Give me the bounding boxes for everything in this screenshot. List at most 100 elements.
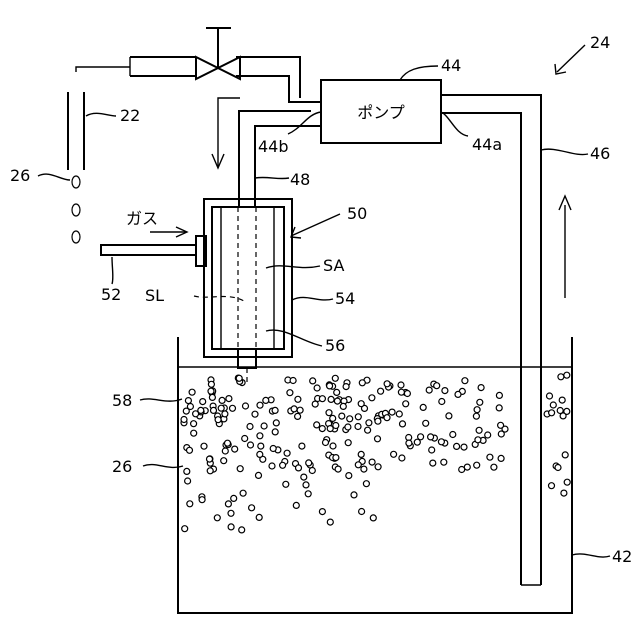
bubble: [439, 399, 445, 405]
bubble: [287, 390, 293, 396]
bubble: [428, 434, 434, 440]
bubble: [550, 402, 556, 408]
bubble: [406, 440, 412, 446]
bubble: [363, 481, 369, 487]
bubble: [319, 426, 325, 432]
label-26-out: 26: [10, 166, 30, 185]
bubble: [201, 443, 207, 449]
bubble: [420, 404, 426, 410]
bubble: [496, 405, 502, 411]
bubble: [384, 415, 390, 421]
bubble: [310, 378, 316, 384]
bubble: [290, 378, 296, 384]
bubble: [560, 413, 566, 419]
bubble: [256, 514, 262, 520]
bubble: [475, 437, 481, 443]
bubble: [327, 426, 333, 432]
bubble: [187, 447, 193, 453]
bubble: [181, 417, 187, 423]
bubble: [297, 407, 303, 413]
bubble: [418, 434, 424, 440]
bubble: [559, 397, 565, 403]
bubble: [330, 443, 336, 449]
bubble: [455, 391, 461, 397]
bubble: [487, 454, 493, 460]
bubble: [351, 492, 357, 498]
bubble: [498, 455, 504, 461]
label-52: 52: [101, 285, 121, 304]
bubble: [231, 495, 237, 501]
bubble: [184, 468, 190, 474]
bubble: [314, 422, 320, 428]
bubble: [491, 464, 497, 470]
bubble: [232, 446, 238, 452]
bubble: [221, 458, 227, 464]
label-22: 22: [120, 106, 140, 125]
bubble: [355, 462, 361, 468]
bubble: [225, 501, 231, 507]
bubble: [561, 490, 567, 496]
label-46: 46: [590, 144, 610, 163]
bubble: [442, 388, 448, 394]
bubble: [295, 396, 301, 402]
bubble: [240, 490, 246, 496]
bubble: [187, 501, 193, 507]
label-56: 56: [325, 336, 345, 355]
bubble: [207, 456, 213, 462]
label-26-tank: 26: [112, 457, 132, 476]
bubble: [182, 526, 188, 532]
bubble: [398, 382, 404, 388]
bubble: [272, 429, 278, 435]
bubble: [228, 510, 234, 516]
label-gas: ガス: [126, 209, 158, 228]
bubble: [403, 401, 409, 407]
bubble: [485, 432, 491, 438]
bubble: [185, 398, 191, 404]
bubble: [283, 481, 289, 487]
bubble: [211, 407, 217, 413]
bubble: [369, 459, 375, 465]
bubble: [332, 375, 338, 381]
bubble: [225, 440, 231, 446]
bubble: [257, 451, 263, 457]
bubble: [564, 479, 570, 485]
bubble: [459, 467, 465, 473]
bubble: [473, 413, 479, 419]
bubble: [293, 502, 299, 508]
bubble: [564, 372, 570, 378]
bubble: [547, 393, 553, 399]
bubble: [257, 433, 263, 439]
bubble: [191, 421, 197, 427]
label-50: 50: [347, 204, 367, 223]
bubble: [398, 389, 404, 395]
bubble: [474, 407, 480, 413]
bubble: [330, 415, 336, 421]
bubble: [319, 509, 325, 515]
bubble: [474, 462, 480, 468]
bubble: [549, 483, 555, 489]
bubble: [185, 478, 191, 484]
bubble: [230, 405, 236, 411]
label-42: 42: [612, 547, 632, 566]
bubble: [366, 420, 372, 426]
bubble: [312, 401, 318, 407]
label-44b: 44b: [258, 137, 289, 156]
bubble: [237, 466, 243, 472]
bubble: [496, 392, 502, 398]
bubble: [361, 466, 367, 472]
bubble: [191, 430, 197, 436]
flow-arrow-down: [212, 98, 240, 168]
bubble: [334, 398, 340, 404]
bubble: [272, 407, 278, 413]
bubble: [340, 403, 346, 409]
bubble: [291, 406, 297, 412]
bubble: [215, 417, 221, 423]
bubble: [335, 466, 341, 472]
bubble: [189, 389, 195, 395]
bubble: [252, 411, 258, 417]
bubble: [323, 440, 329, 446]
bubble: [247, 424, 253, 430]
bubble: [239, 527, 245, 533]
bubble: [391, 451, 397, 457]
